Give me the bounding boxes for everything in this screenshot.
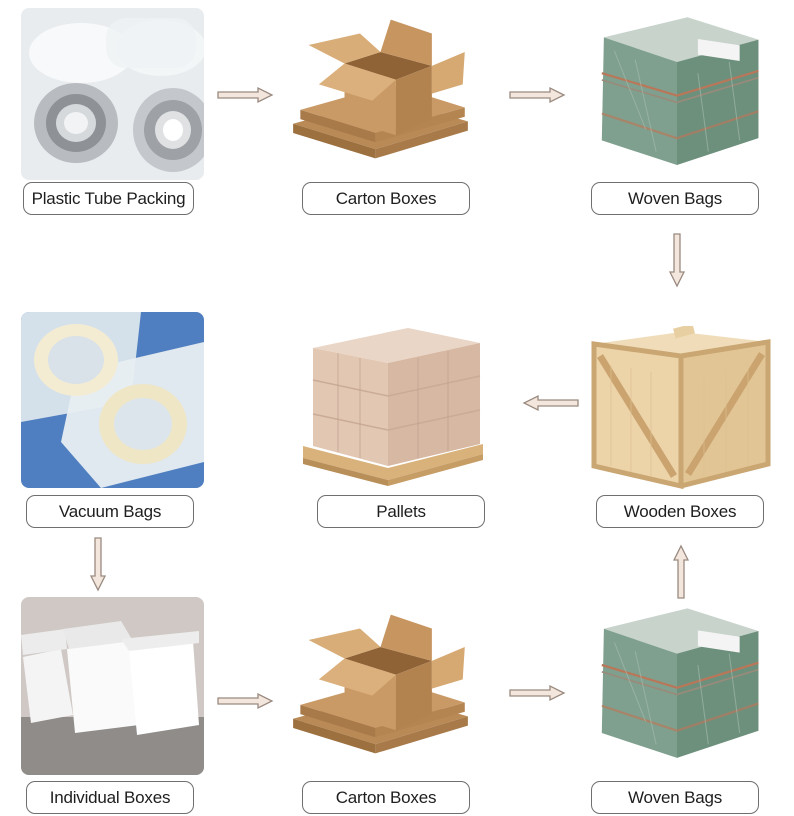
arrow-right-icon xyxy=(508,86,566,104)
step-label: Carton Boxes xyxy=(302,182,470,215)
step-label: Woven Bags xyxy=(591,182,759,215)
carton-box-photo xyxy=(288,603,473,765)
step-label: Pallets xyxy=(317,495,485,528)
arrow-down-icon xyxy=(89,536,107,592)
wooden-crate-photo xyxy=(586,326,776,490)
arrow-left-icon xyxy=(522,394,580,412)
woven-bag-photo xyxy=(583,597,771,767)
step-label: Wooden Boxes xyxy=(596,495,764,528)
carton-box-photo xyxy=(288,8,473,170)
step-label: Woven Bags xyxy=(591,781,759,814)
step-label: Individual Boxes xyxy=(26,781,194,814)
plastic-tube-photo xyxy=(21,8,204,180)
step-label: Vacuum Bags xyxy=(26,495,194,528)
woven-bag-photo xyxy=(583,6,771,174)
arrow-right-icon xyxy=(216,692,274,710)
arrow-down-icon xyxy=(668,232,686,288)
vacuum-bag-photo xyxy=(21,312,204,488)
arrow-right-icon xyxy=(508,684,566,702)
individual-boxes-photo xyxy=(21,597,204,775)
pallet-photo xyxy=(298,318,488,490)
arrow-up-icon xyxy=(672,544,690,600)
step-label: Carton Boxes xyxy=(302,781,470,814)
arrow-right-icon xyxy=(216,86,274,104)
step-label: Plastic Tube Packing xyxy=(23,182,194,215)
